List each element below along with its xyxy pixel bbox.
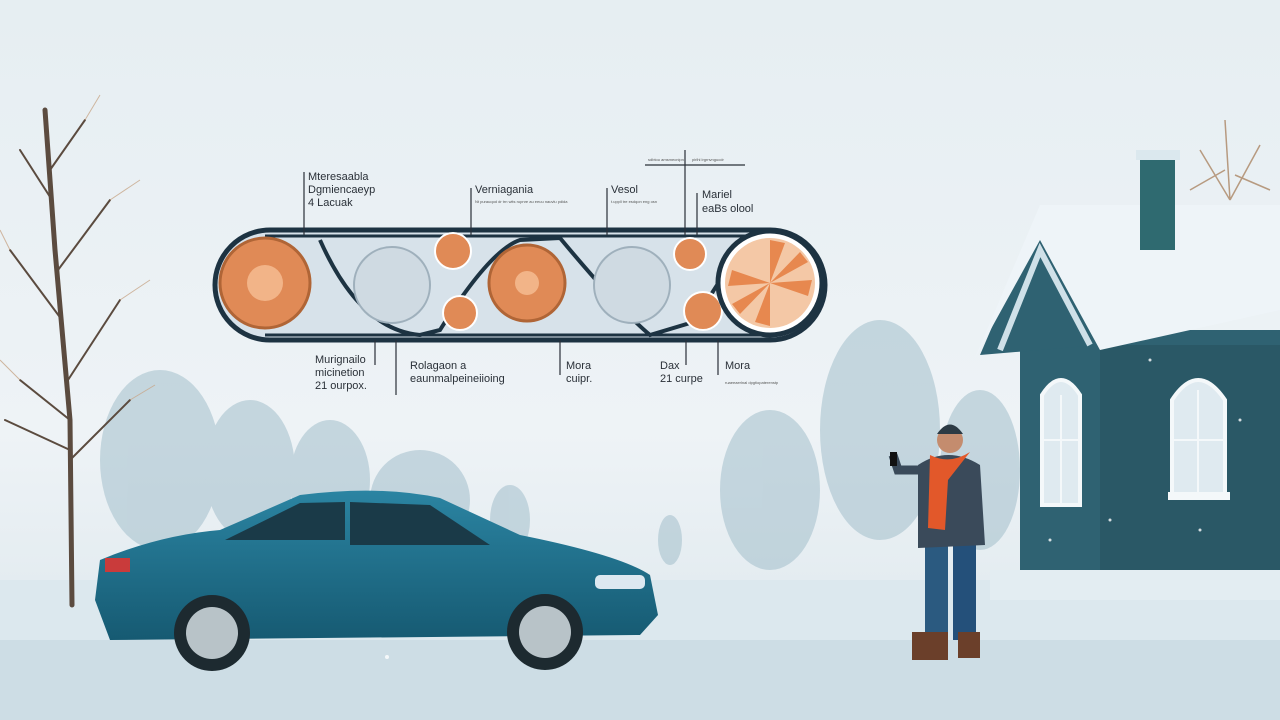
- header-tag-1: sdbtou amsmecnipn: [648, 157, 684, 162]
- gear-icon: [487, 243, 567, 323]
- gear-icon: [218, 236, 312, 330]
- snowfall: [385, 358, 1242, 659]
- label-top-4: Mariel eaBs olool: [702, 189, 753, 215]
- label-bottom-2: Rolagaon a eaunmalpeineiioing: [410, 360, 505, 385]
- label-top-2-note: Nt purauqod dr trn wits rupnre au eeuu n…: [475, 199, 568, 204]
- label-bottom-1: Murignailo micinetion 21 ourpox.: [315, 354, 369, 392]
- house: [975, 150, 1280, 580]
- phone-icon: [890, 452, 897, 466]
- bare-tree-icon: [4, 107, 131, 608]
- scarf: [928, 452, 970, 530]
- label-bottom-5-note: ruaeeaerlnal dpgtiopaterenstp: [725, 380, 779, 385]
- label-top-3-note: t.uppll tre esdqon eng osn: [611, 199, 657, 204]
- label-top-1: Mteresaabla Dgmiencaeyp 4 Lacuak: [308, 171, 378, 209]
- engine-component-icon: [593, 246, 671, 324]
- bare-tree-right-icon: [1189, 119, 1271, 201]
- blue-sedan-car: [95, 490, 658, 671]
- engine-component-icon: [353, 246, 431, 324]
- chimney: [1140, 155, 1175, 250]
- header-tag-2: pirlhl lrgrnvngucdr: [692, 157, 724, 162]
- label-top-2: Verniagania: [475, 184, 534, 196]
- label-top-3: Vesol: [611, 184, 638, 196]
- belt-path: [318, 234, 781, 338]
- fan-pulley-icon: [715, 228, 825, 338]
- person-with-phone: [888, 424, 985, 660]
- pulley-icon: [434, 232, 723, 331]
- label-bottom-5: Mora: [725, 360, 751, 372]
- timing-belt-diagram: Mteresaabla Dgmiencaeyp 4 Lacuak Verniag…: [212, 150, 828, 395]
- label-bottom-4: Dax 21 curpe: [660, 360, 703, 385]
- label-bottom-3: Mora cuipr.: [566, 360, 594, 385]
